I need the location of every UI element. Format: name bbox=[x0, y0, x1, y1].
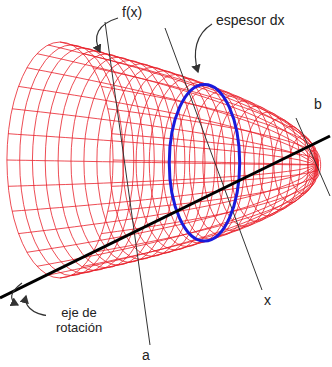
figure-label: f(x) bbox=[120, 4, 144, 20]
figure-label: eje de rotación bbox=[46, 306, 112, 336]
meridian-line bbox=[27, 165, 318, 252]
meridian-line bbox=[102, 86, 319, 165]
meridian-line bbox=[27, 68, 318, 165]
meridian-line bbox=[83, 165, 318, 266]
figure-label: espesor dx bbox=[214, 12, 286, 28]
rotation-arrow bbox=[12, 283, 22, 305]
wireframe-surface bbox=[7, 42, 321, 278]
position-line-x bbox=[165, 28, 262, 290]
meridian-line bbox=[83, 54, 318, 165]
meridian-line bbox=[112, 134, 319, 165]
meridian-line bbox=[12, 165, 318, 211]
figure-label: b bbox=[312, 96, 324, 112]
disk-ring bbox=[169, 85, 239, 242]
figure-label: x bbox=[262, 292, 273, 308]
limit-line-a bbox=[105, 22, 150, 345]
meridian-line bbox=[112, 165, 319, 186]
meridian-line bbox=[12, 109, 318, 165]
limit-line-b bbox=[296, 118, 330, 196]
meridian-line bbox=[108, 165, 318, 211]
figure-label: a bbox=[140, 347, 152, 363]
meridian-line bbox=[48, 45, 318, 165]
meridian-line bbox=[60, 42, 318, 165]
leader-dx bbox=[195, 24, 212, 72]
meridian-line bbox=[93, 68, 318, 165]
meridian-line bbox=[8, 165, 318, 186]
meridian-line bbox=[72, 165, 318, 275]
rotation-axis bbox=[0, 136, 330, 298]
meridian-line bbox=[102, 165, 319, 234]
leader-fx bbox=[97, 18, 118, 52]
meridian-line bbox=[60, 165, 318, 278]
meridian-line bbox=[72, 45, 318, 165]
meridian-line bbox=[48, 165, 318, 275]
